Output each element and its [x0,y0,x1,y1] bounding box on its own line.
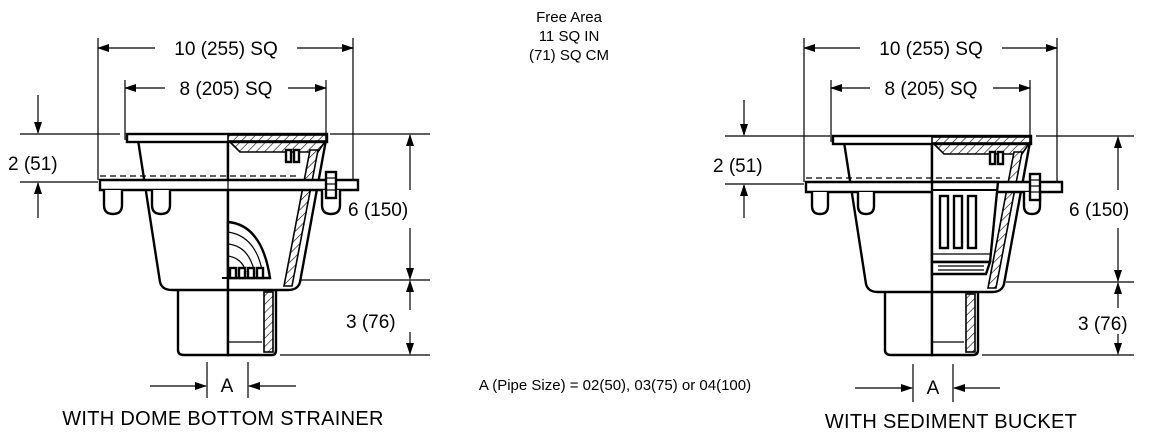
left-dim-body-label: 6 (150) [348,200,408,221]
left-dim-flange-label: 2 (51) [8,154,58,175]
right-dim-flange: 2 (51) [713,100,830,218]
left-dim-outlet: 3 (76) [280,280,430,356]
left-dim-pipe-label: A [221,376,234,397]
left-dim-inner-label: 8 (205) SQ [180,79,273,100]
right-dim-inner: 8 (205) SQ [830,79,1031,142]
right-caption: WITH SEDIMENT BUCKET [825,411,1077,433]
right-dim-pipe-label: A [927,378,940,399]
right-dim-outer: 10 (255) SQ [803,38,1058,182]
right-dim-body: 6 (150) [1006,135,1134,283]
free-area-line1: Free Area [536,9,603,26]
left-caption: WITH DOME BOTTOM STRAINER [62,408,384,430]
right-dim-outlet-label: 3 (76) [1078,314,1128,335]
left-drain-assembly: 10 (255) SQ 8 (205) SQ 2 (51) [8,38,430,430]
right-drain-body [804,134,1064,357]
pipe-size-note: A (Pipe Size) = 02(50), 03(75) or 04(100… [479,377,751,394]
right-dim-outer-label: 10 (255) SQ [879,39,983,60]
right-dim-pipe: A [855,364,1000,402]
right-dim-inner-label: 8 (205) SQ [885,79,978,100]
left-drain-body [98,132,360,357]
right-dim-outlet: 3 (76) [982,282,1134,356]
free-area-line2: 11 SQ IN [539,28,600,45]
right-drain-assembly: 10 (255) SQ 8 (205) SQ 2 (51) [713,38,1134,433]
left-dim-pipe: A [150,362,296,398]
right-dim-body-label: 6 (150) [1069,200,1129,221]
left-dim-flange: 2 (51) [8,95,120,218]
right-dim-flange-label: 2 (51) [713,156,763,177]
free-area-note: Free Area 11 SQ IN (71) SQ CM [529,9,609,64]
left-dim-outlet-label: 3 (76) [346,312,396,333]
left-dim-outer-label: 10 (255) SQ [174,39,278,60]
left-dim-body: 6 (150) [300,133,430,281]
left-dim-inner: 8 (205) SQ [124,79,327,140]
free-area-line3: (71) SQ CM [529,47,609,64]
left-dim-outer: 10 (255) SQ [97,38,354,180]
